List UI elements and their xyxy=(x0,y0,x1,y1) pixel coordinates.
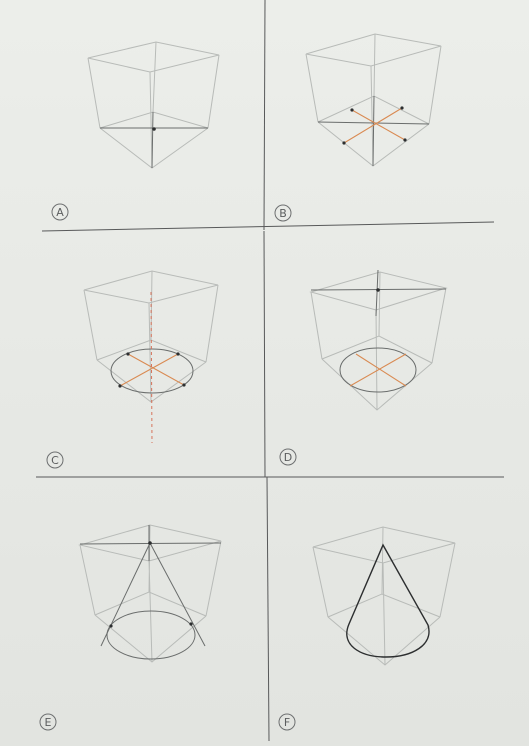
panel-d-wireframe-box xyxy=(309,269,448,411)
panel-a-badge-ring xyxy=(51,203,69,221)
panel-e-badge: E xyxy=(39,713,57,731)
panel-d-badge: D xyxy=(279,448,297,466)
panel-f-label: F xyxy=(284,716,290,729)
divider-vertical-bottom xyxy=(266,476,270,742)
panel-b-label: B xyxy=(279,207,287,220)
panel-e-label: E xyxy=(45,716,52,729)
panel-f-badge-ring xyxy=(278,713,296,731)
panel-b-badge-ring xyxy=(274,204,292,222)
panel-f-wireframe-box xyxy=(312,526,456,666)
panel-c-label: C xyxy=(51,454,59,467)
panel-d-badge-ring xyxy=(279,448,297,466)
panel-c-badge-ring xyxy=(46,451,64,469)
panel-b-badge: B xyxy=(274,204,292,222)
cone-outline xyxy=(346,543,430,658)
panel-d-label: D xyxy=(284,451,292,464)
panel-e-badge-ring xyxy=(39,713,57,731)
panel-e-wireframe-box xyxy=(78,524,222,663)
panel-a-badge: A xyxy=(51,203,69,221)
panel-c-badge: C xyxy=(46,451,64,469)
panel-f-badge: F xyxy=(278,713,296,731)
panel-a-label: A xyxy=(56,206,64,219)
panel-b-wireframe-box xyxy=(305,33,442,167)
divider-vertical-top xyxy=(263,0,266,231)
divider-vertical-middle xyxy=(263,230,266,478)
panel-c-wireframe-box xyxy=(83,270,219,444)
divider-horizontal-top xyxy=(41,221,495,232)
panel-a-wireframe-box xyxy=(87,41,220,169)
